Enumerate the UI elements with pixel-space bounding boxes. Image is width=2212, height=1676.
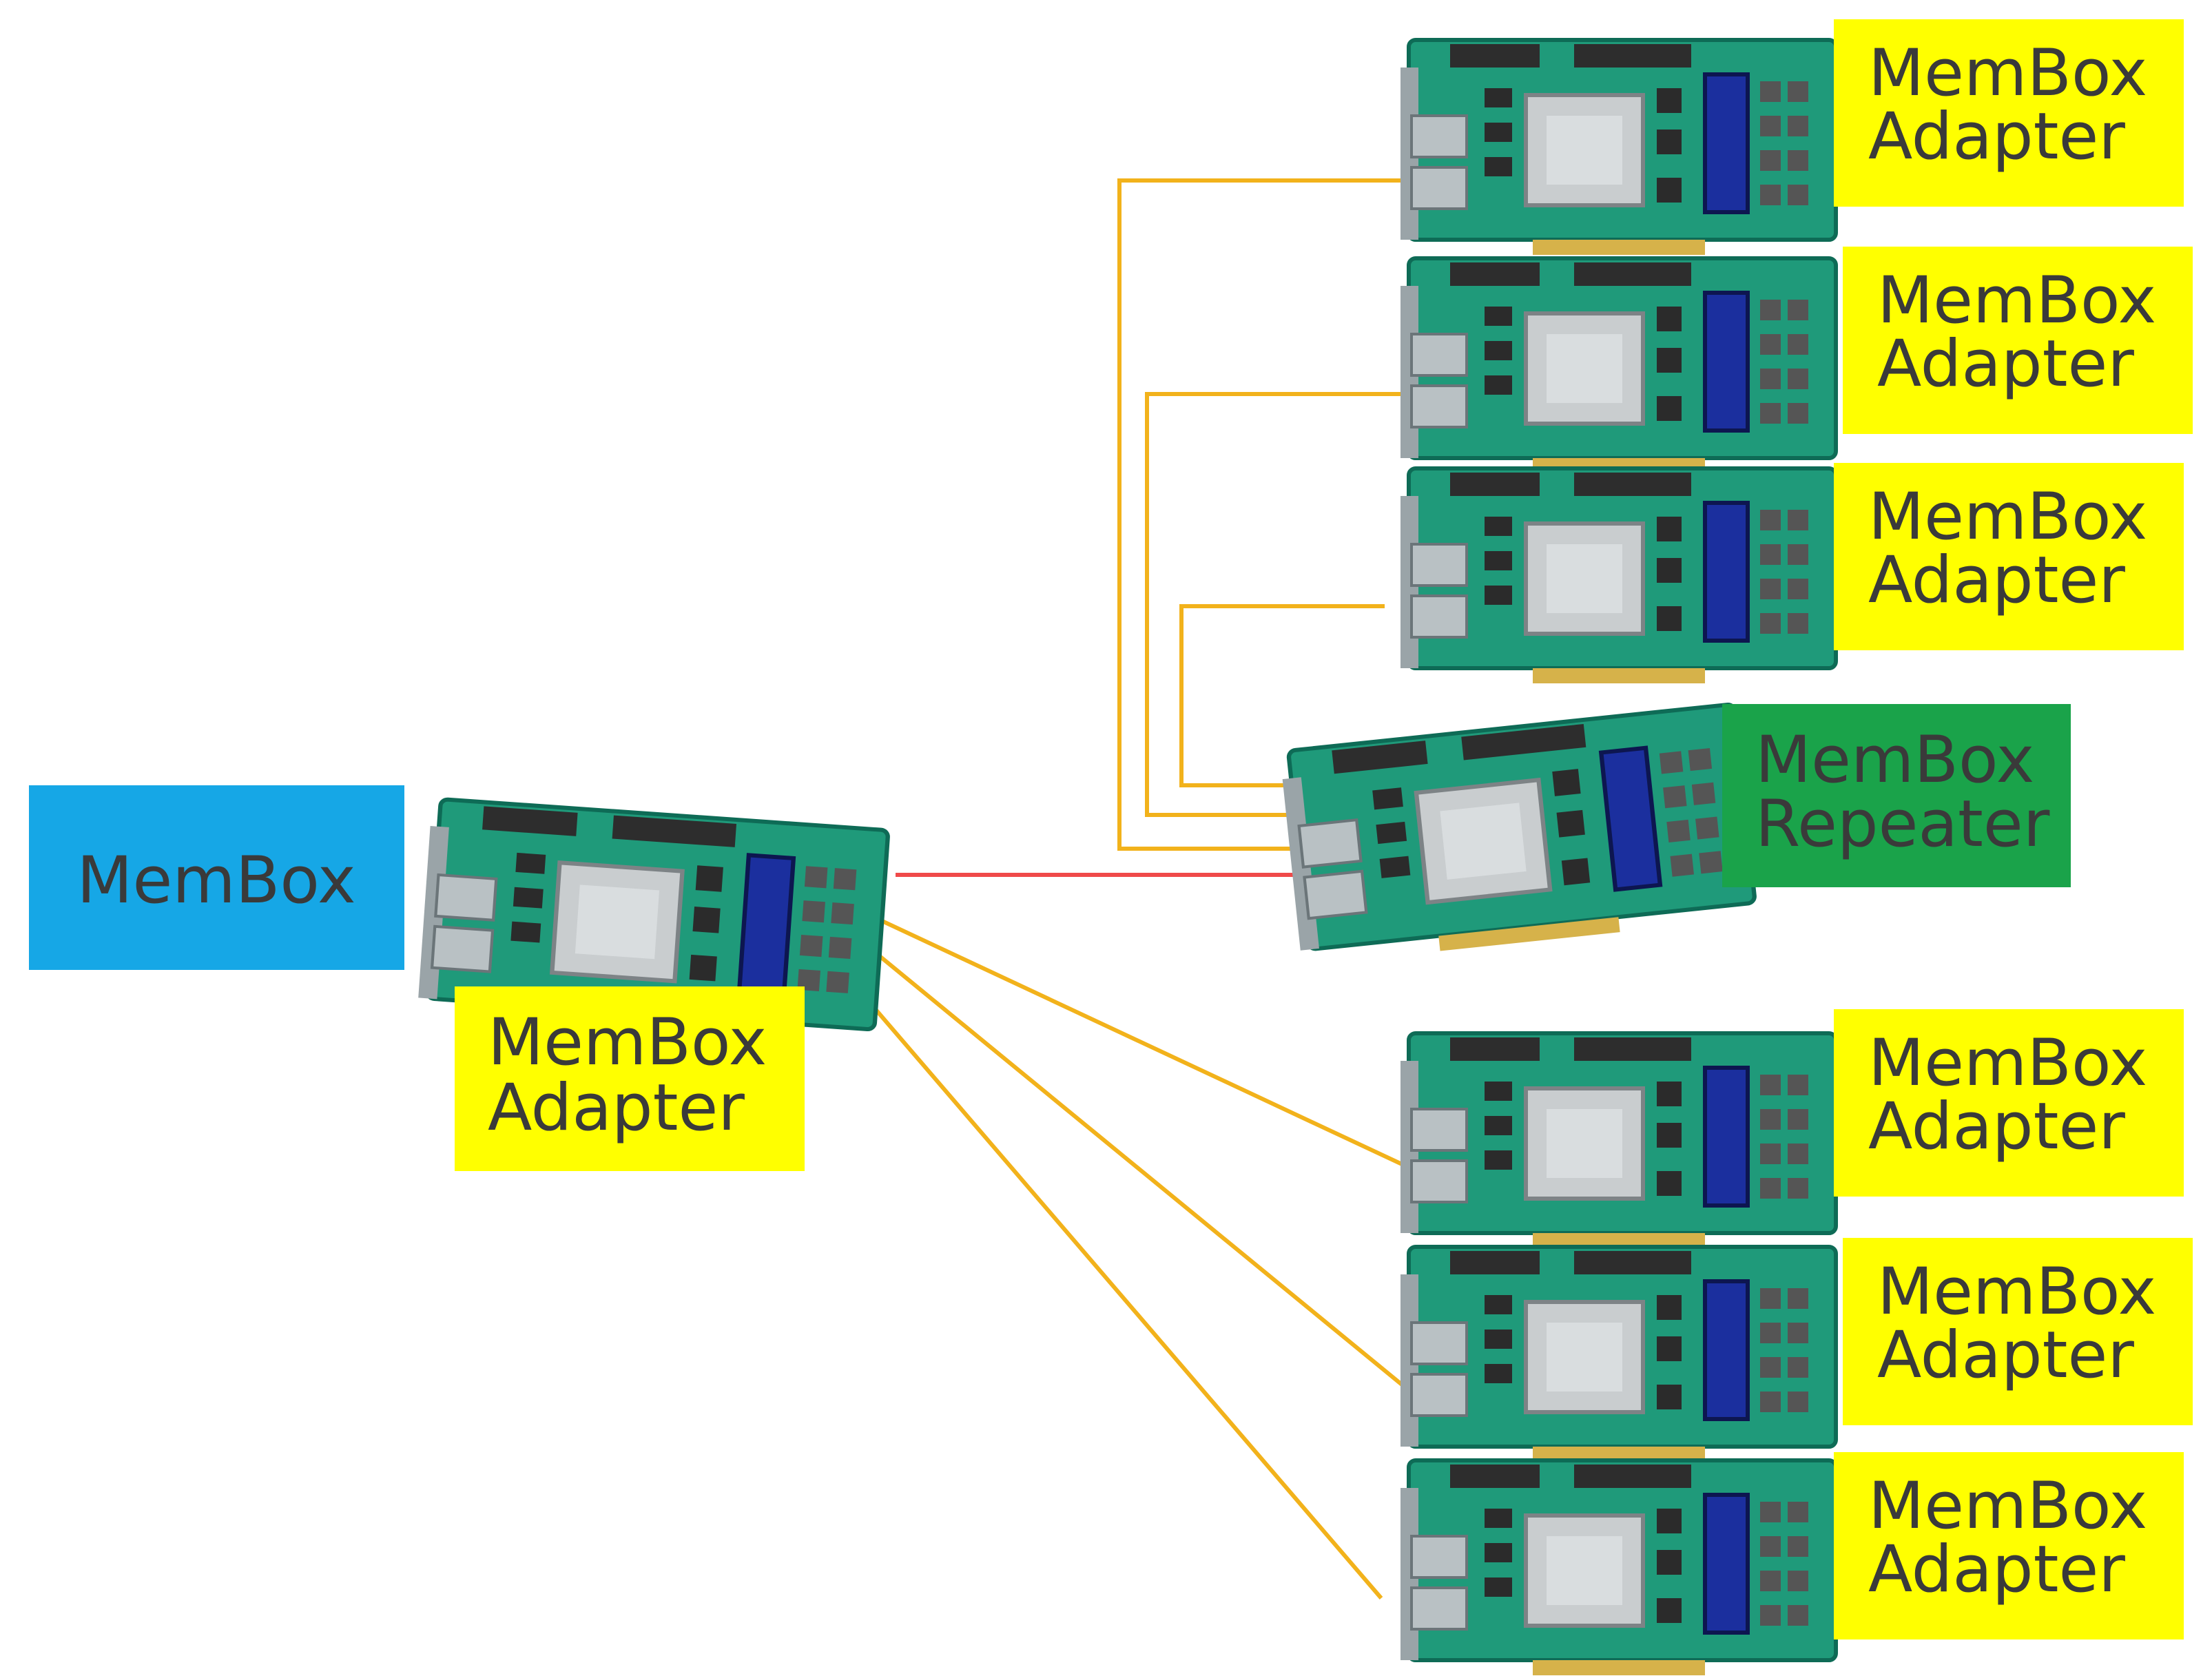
adapter-label-box [1834,1009,2184,1197]
adapter-label-line1: MemBox [1868,1469,2147,1544]
adapter-node: MemBox Adapter [1400,463,2184,683]
adapter-label-box [1843,247,2193,434]
links [856,178,1403,1600]
adapter-label-line2: Adapter [1868,1089,2125,1164]
adapter-label-line2: Adapter [1877,1318,2134,1393]
adapter-label-line1: MemBox [1868,36,2147,111]
pcie-card-icon [1279,704,1757,966]
adapter-node: MemBox Adapter [1400,1452,2184,1675]
link-adapter-bottom-2 [863,942,1403,1387]
pcie-card-icon [1400,1460,1836,1675]
adapter-node: MemBox Adapter [1400,1238,2193,1462]
repeater-label-line2: Repeater [1755,787,2050,862]
adapter-label-line2: Adapter [1868,99,2125,174]
adapter-label-line1: MemBox [1877,1254,2156,1330]
membox-node: MemBox [29,785,404,970]
repeater-node: MemBox Repeater [1279,704,2071,966]
pcie-card-icon [1400,1033,1836,1248]
central-adapter-node: MemBox Adapter [417,798,889,1171]
adapter-node: MemBox Adapter [1400,19,2184,255]
adapter-label-box [1834,463,2184,650]
adapter-label-line2: Adapter [1868,1532,2125,1607]
link-repeater-adapter-3 [1179,604,1385,787]
adapter-label-line2: Adapter [1877,327,2134,402]
repeater-label-line1: MemBox [1755,723,2034,798]
central-adapter-label-box [455,986,805,1171]
membox-label: MemBox [76,843,355,918]
adapter-node: MemBox Adapter [1400,247,2193,473]
repeater-label-box [1722,704,2071,887]
central-adapter-label-line1: MemBox [488,1005,767,1080]
link-adapter-bottom-1 [863,911,1403,1166]
link-repeater-adapter-1 [1117,178,1402,851]
link-repeater-adapter-2 [1145,392,1402,817]
adapter-label-line1: MemBox [1868,1026,2147,1101]
central-adapter-label-line2: Adapter [488,1070,745,1146]
adapter-label-line1: MemBox [1877,263,2156,338]
adapter-label-box [1834,19,2184,207]
pcie-card-icon [1400,468,1836,683]
pcie-card-icon [1400,40,1836,255]
pcie-card-icon [1400,1247,1836,1462]
membox-box [29,785,404,970]
pcie-card-icon [1400,258,1836,473]
adapter-label-line1: MemBox [1868,479,2147,555]
adapter-node: MemBox Adapter [1400,1009,2184,1248]
link-adapter-bottom-3 [856,987,1383,1600]
adapter-label-box [1843,1238,2193,1425]
adapter-label-box [1834,1452,2184,1639]
adapter-label-line2: Adapter [1868,543,2125,618]
